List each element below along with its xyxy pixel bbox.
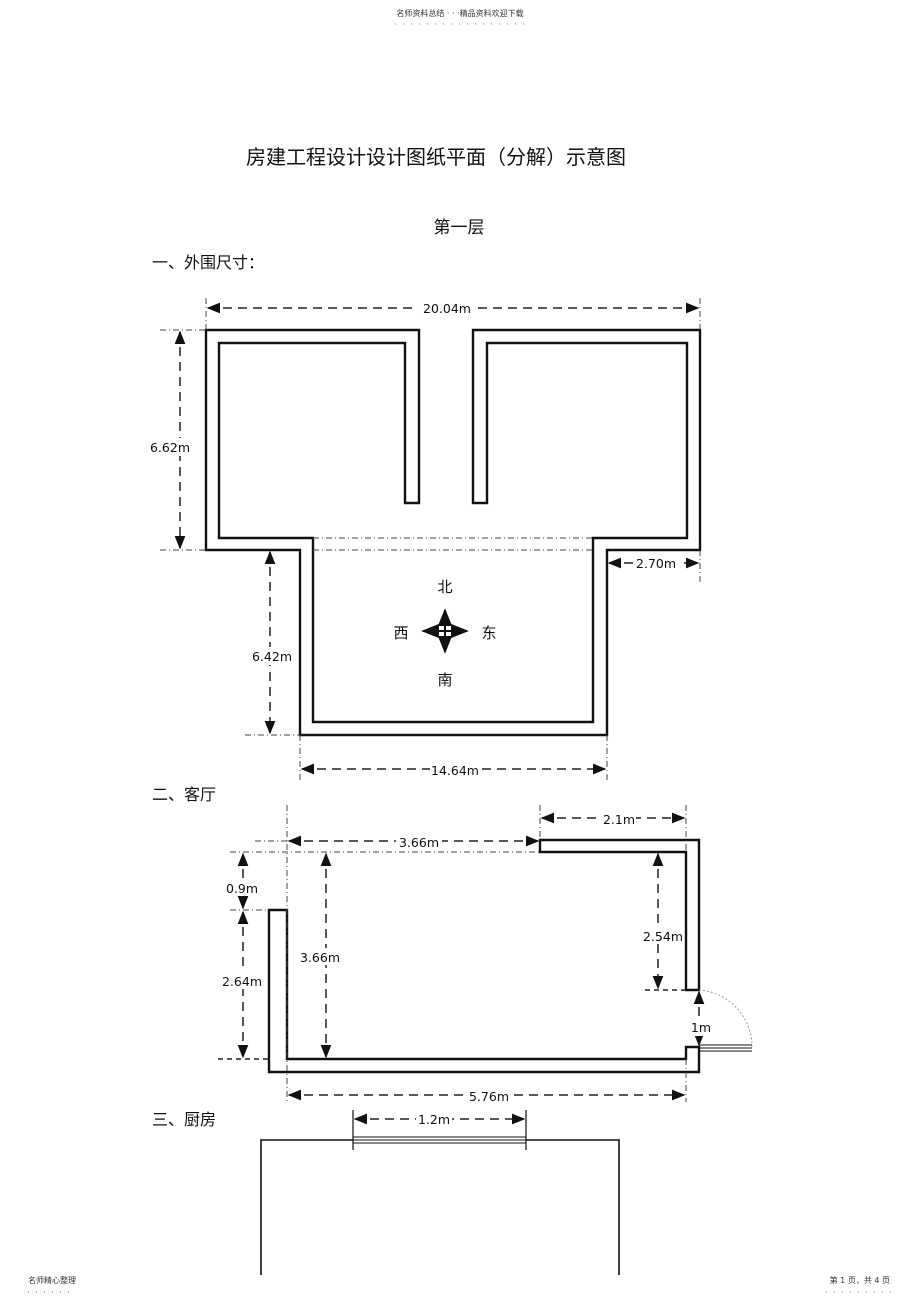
dim-right-wall: 2.54m [643, 929, 683, 944]
compass-east: 东 [481, 624, 496, 642]
kitchen-window [352, 1110, 527, 1150]
dim-lower-width: 14.64m [431, 763, 479, 778]
window [699, 1044, 752, 1052]
door-arc [698, 989, 753, 1048]
dim-top-right: 2.1m [603, 812, 635, 827]
page-title: 房建工程设计设计图纸平面（分解）示意图 [246, 145, 626, 169]
living-room-diagram: 2.1m 3.66m 0.9m 2.64m 3.66m 2.54m 1m 5.7… [218, 805, 753, 1104]
compass-north: 北 [437, 578, 452, 596]
kitchen-walls [260, 1139, 620, 1275]
dim-left-bottom: 2.64m [222, 974, 262, 989]
living-room-top-wall [538, 838, 701, 992]
compass-south: 南 [437, 671, 452, 689]
dim-total-width: 20.04m [423, 301, 471, 316]
page-header: 名师资料总结 · · ·精品资料欢迎下载 [396, 8, 523, 18]
dim-offset: 2.70m [636, 556, 676, 571]
footer-page-number: 第 1 页，共 4 页 [830, 1275, 890, 1285]
dim-window: 1.2m [418, 1112, 450, 1127]
dim-door: 1m [691, 1020, 711, 1035]
compass-west: 西 [393, 624, 408, 642]
section-heading-kitchen: 三、厨房 [152, 1110, 216, 1129]
outer-walls [204, 328, 702, 737]
kitchen-diagram: 1.2m [260, 1110, 620, 1275]
compass-icon [421, 608, 469, 654]
section-heading-living-room: 二、客厅 [152, 785, 216, 804]
dim-left-top: 0.9m [226, 881, 258, 896]
dim-bottom: 5.76m [469, 1089, 509, 1104]
dim-lower-depth: 6.42m [252, 649, 292, 664]
living-room-bottom-wall [267, 908, 701, 1074]
footer-left: 名师精心整理 [28, 1275, 76, 1285]
dim-top-left: 3.66m [399, 835, 439, 850]
floor-heading: 第一层 [434, 218, 485, 238]
dim-inner-height: 3.66m [300, 950, 340, 965]
outer-plan-diagram: 20.04m 6.62m 6.42m 14.64m 2.70m 北 南 西 东 [150, 298, 702, 780]
dim-wing-depth: 6.62m [150, 440, 190, 455]
section-heading-outer-dimensions: 一、外围尺寸： [152, 253, 264, 272]
